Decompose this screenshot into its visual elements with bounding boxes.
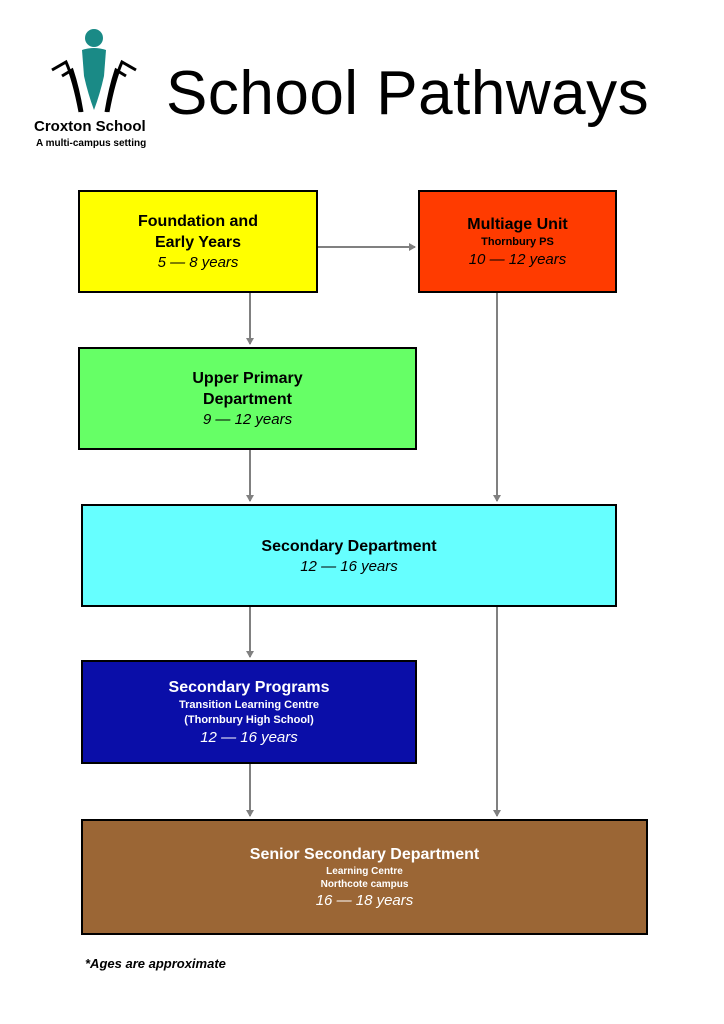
box-foundation-early-years: Foundation and Early Years 5 — 8 years: [78, 190, 318, 293]
school-name: Croxton School: [34, 118, 146, 135]
box-title: Multiage Unit: [467, 216, 568, 233]
footnote: *Ages are approximate: [85, 956, 226, 971]
box-age: 12 — 16 years: [200, 729, 298, 746]
box-title: Secondary Programs: [168, 679, 330, 696]
box-age: 12 — 16 years: [300, 557, 398, 575]
box-title: Secondary Department: [261, 537, 437, 555]
box-secondary-department: Secondary Department 12 — 16 years: [81, 504, 617, 607]
box-title: Senior Secondary Department: [249, 846, 480, 863]
box-subtitle: Northcote campus: [320, 879, 409, 890]
box-secondary-programs: Secondary Programs Transition Learning C…: [81, 660, 417, 764]
school-logo-icon: [51, 29, 137, 113]
box-title: Foundation and: [138, 213, 258, 230]
page-title: School Pathways: [166, 59, 650, 128]
box-age: 5 — 8 years: [157, 254, 239, 271]
box-title: Early Years: [154, 234, 241, 251]
box-subtitle: Thornbury PS: [481, 236, 554, 248]
box-age: 16 — 18 years: [315, 892, 414, 909]
box-multiage-unit: Multiage Unit Thornbury PS 10 — 12 years: [418, 190, 617, 293]
box-title: Upper Primary: [192, 370, 303, 387]
school-logo: [30, 28, 160, 158]
box-title: Department: [203, 391, 292, 408]
box-upper-primary: Upper Primary Department 9 — 12 years: [78, 347, 417, 450]
box-subtitle: Transition Learning Centre: [179, 699, 319, 711]
box-subtitle: (Thornbury High School): [184, 714, 314, 726]
school-tagline: A multi-campus setting: [36, 138, 147, 149]
box-senior-secondary: Senior Secondary Department Learning Cen…: [81, 819, 648, 935]
box-age: 9 — 12 years: [202, 411, 293, 428]
box-age: 10 — 12 years: [468, 251, 567, 268]
box-subtitle: Learning Centre: [326, 866, 403, 877]
